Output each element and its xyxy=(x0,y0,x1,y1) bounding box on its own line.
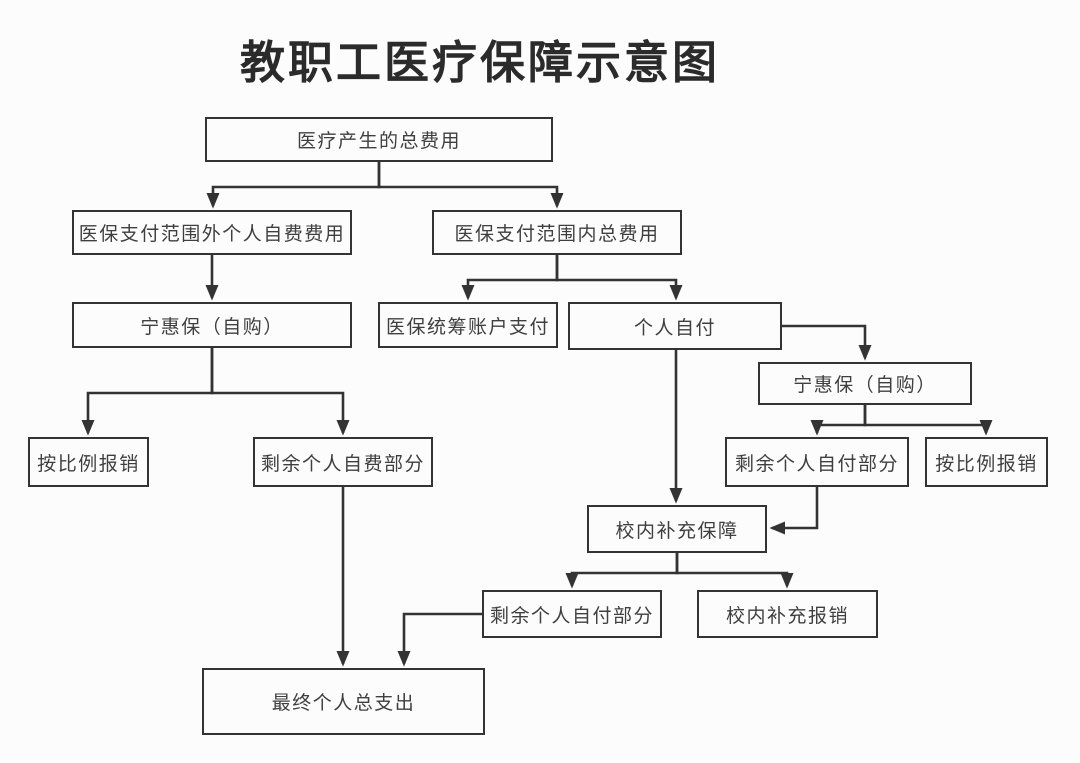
edge-ninghuibao-left-to-remaining-self-paid xyxy=(210,348,350,436)
flow-node-label: 宁惠保（自购） xyxy=(793,375,937,396)
flow-node-remaining-copay-right: 剩余个人自付部分 xyxy=(725,437,909,487)
flow-node-label: 按比例报销 xyxy=(935,453,1038,475)
flow-node-proportional-left: 按比例报销 xyxy=(28,437,149,487)
flow-node-total-cost: 医疗产生的总费用 xyxy=(205,117,553,162)
flow-node-ninghuibao-right: 宁惠保（自购） xyxy=(758,362,972,405)
edge-ninghuibao-right-to-proportional-right xyxy=(863,405,993,436)
flow-node-label: 按比例报销 xyxy=(37,453,140,475)
flow-node-label: 剩余个人自费部分 xyxy=(260,453,425,475)
flow-node-campus-supplement: 校内补充保障 xyxy=(587,505,767,553)
flow-node-in-scope-total: 医保支付范围内总费用 xyxy=(432,210,682,255)
edge-campus-supplement-to-campus-reimburse xyxy=(675,553,794,589)
flow-node-final-total-spend: 最终个人总支出 xyxy=(202,668,485,735)
flow-node-out-of-scope-self-pay: 医保支付范围外个人自费费用 xyxy=(72,210,352,255)
flow-node-label: 医疗产生的总费用 xyxy=(296,131,461,152)
flow-node-label: 剩余个人自付部分 xyxy=(489,605,654,627)
flow-node-remaining-self-paid: 剩余个人自费部分 xyxy=(253,437,433,487)
flow-node-label: 医保支付范围外个人自费费用 xyxy=(78,224,346,245)
flow-node-proportional-right: 按比例报销 xyxy=(925,437,1048,487)
edge-remaining-copay-bottom-to-final-total-spend xyxy=(397,612,482,667)
flow-node-label: 校内补充报销 xyxy=(725,605,849,627)
edge-personal-copay-to-ninghuibao-right xyxy=(782,324,872,361)
flow-node-label: 个人自付 xyxy=(633,317,716,339)
flow-node-label: 医保统筹账户支付 xyxy=(385,316,550,338)
flow-node-ninghuibao-left: 宁惠保（自购） xyxy=(72,302,352,348)
edge-total-cost-to-in-scope-total xyxy=(377,162,564,209)
flow-node-personal-copay: 个人自付 xyxy=(568,302,782,350)
flow-node-label: 医保支付范围内总费用 xyxy=(454,224,660,245)
flow-node-campus-reimburse: 校内补充报销 xyxy=(697,590,878,638)
flow-node-pooled-account-pay: 医保统筹账户支付 xyxy=(378,302,558,348)
edge-in-scope-total-to-personal-copay xyxy=(555,255,683,301)
edge-remaining-copay-right-to-campus-supplement xyxy=(769,487,819,535)
flow-node-label: 剩余个人自付部分 xyxy=(734,453,899,475)
flow-node-label: 最终个人总支出 xyxy=(271,693,416,714)
flow-node-label: 宁惠保（自购） xyxy=(140,316,284,338)
flow-node-remaining-copay-bottom: 剩余个人自付部分 xyxy=(482,590,662,638)
flow-node-label: 校内补充保障 xyxy=(615,520,739,542)
diagram-title: 教职工医疗保障示意图 xyxy=(239,37,721,88)
